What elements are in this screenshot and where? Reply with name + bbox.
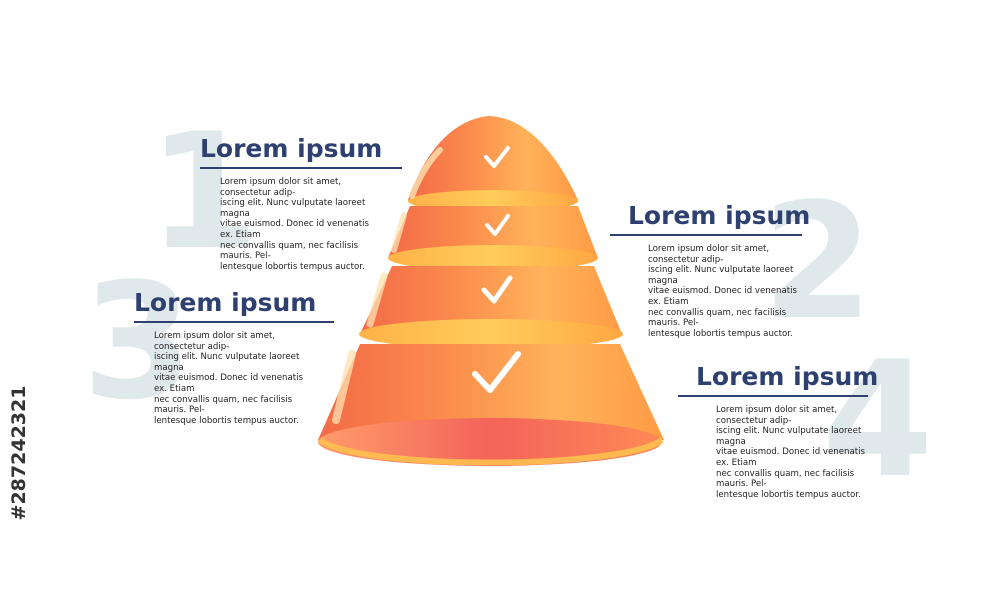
text-line: vitae euismod. Donec id venenatis ex. Et… bbox=[716, 447, 865, 468]
cone-tier-2 bbox=[388, 206, 598, 271]
text-line: iscing elit. Nunc vulputate laoreet magn… bbox=[220, 198, 366, 219]
step-divider-2 bbox=[610, 234, 802, 236]
text-line: nec convallis quam, nec facilisis mauris… bbox=[154, 394, 293, 416]
check-icon bbox=[484, 146, 510, 168]
check-icon bbox=[472, 351, 521, 393]
step-title-4: Lorem ipsum bbox=[696, 362, 879, 391]
step-number-1: 1 bbox=[148, 98, 260, 285]
step-number-2: 2 bbox=[762, 168, 874, 355]
text-line: nec convallis quam, nec facilisis mauris… bbox=[220, 240, 359, 262]
step-block-3: Lorem ipsum Lorem ipsum dolor sit amet, … bbox=[134, 288, 334, 426]
check-icon bbox=[481, 275, 513, 304]
step-text-1: Lorem ipsum dolor sit amet, consectetur … bbox=[220, 177, 378, 272]
cone-tier-3 bbox=[359, 266, 623, 349]
text-line: Lorem ipsum dolor sit amet, consectetur … bbox=[154, 331, 276, 352]
text-line: Lorem ipsum dolor sit amet, consectetur … bbox=[220, 177, 342, 198]
step-divider-4 bbox=[678, 395, 868, 397]
step-block-2: Lorem ipsum Lorem ipsum dolor sit amet, … bbox=[610, 201, 810, 339]
step-block-1: Lorem ipsum Lorem ipsum dolor sit amet, … bbox=[200, 134, 402, 272]
text-line: nec convallis quam, nec facilisis mauris… bbox=[716, 468, 855, 490]
step-title-3: Lorem ipsum bbox=[134, 288, 317, 317]
stock-id-label: #287242321 bbox=[2, 378, 36, 528]
text-line: lentesque lobortis tempus auctor. bbox=[154, 415, 299, 426]
text-line: lentesque lobortis tempus auctor. bbox=[648, 328, 793, 339]
text-line: lentesque lobortis tempus auctor. bbox=[220, 261, 365, 272]
text-line: Lorem ipsum dolor sit amet, consectetur … bbox=[716, 405, 838, 426]
step-number-3: 3 bbox=[82, 248, 194, 435]
step-block-4: Lorem ipsum Lorem ipsum dolor sit amet, … bbox=[678, 362, 878, 500]
step-text-2: Lorem ipsum dolor sit amet, consectetur … bbox=[648, 244, 806, 339]
text-line: lentesque lobortis tempus auctor. bbox=[716, 489, 861, 500]
text-line: nec convallis quam, nec facilisis mauris… bbox=[648, 307, 787, 329]
step-divider-3 bbox=[134, 321, 334, 323]
text-line: vitae euismod. Donec id venenatis ex. Et… bbox=[154, 373, 303, 394]
text-line: iscing elit. Nunc vulputate laoreet magn… bbox=[648, 265, 794, 286]
text-line: Lorem ipsum dolor sit amet, consectetur … bbox=[648, 244, 770, 265]
step-number-4: 4 bbox=[822, 326, 934, 513]
cone-tier-4 bbox=[318, 344, 664, 466]
text-line: vitae euismod. Donec id venenatis ex. Et… bbox=[220, 219, 369, 240]
text-line: iscing elit. Nunc vulputate laoreet magn… bbox=[154, 352, 300, 373]
step-divider-1 bbox=[200, 167, 402, 169]
check-icon bbox=[485, 214, 510, 236]
step-title-1: Lorem ipsum bbox=[200, 134, 383, 163]
step-title-2: Lorem ipsum bbox=[628, 201, 811, 230]
text-line: iscing elit. Nunc vulputate laoreet magn… bbox=[716, 426, 862, 447]
step-text-4: Lorem ipsum dolor sit amet, consectetur … bbox=[716, 405, 874, 500]
text-line: vitae euismod. Donec id venenatis ex. Et… bbox=[648, 286, 797, 307]
step-text-3: Lorem ipsum dolor sit amet, consectetur … bbox=[154, 331, 312, 426]
stock-id-text: #287242321 bbox=[8, 385, 30, 521]
